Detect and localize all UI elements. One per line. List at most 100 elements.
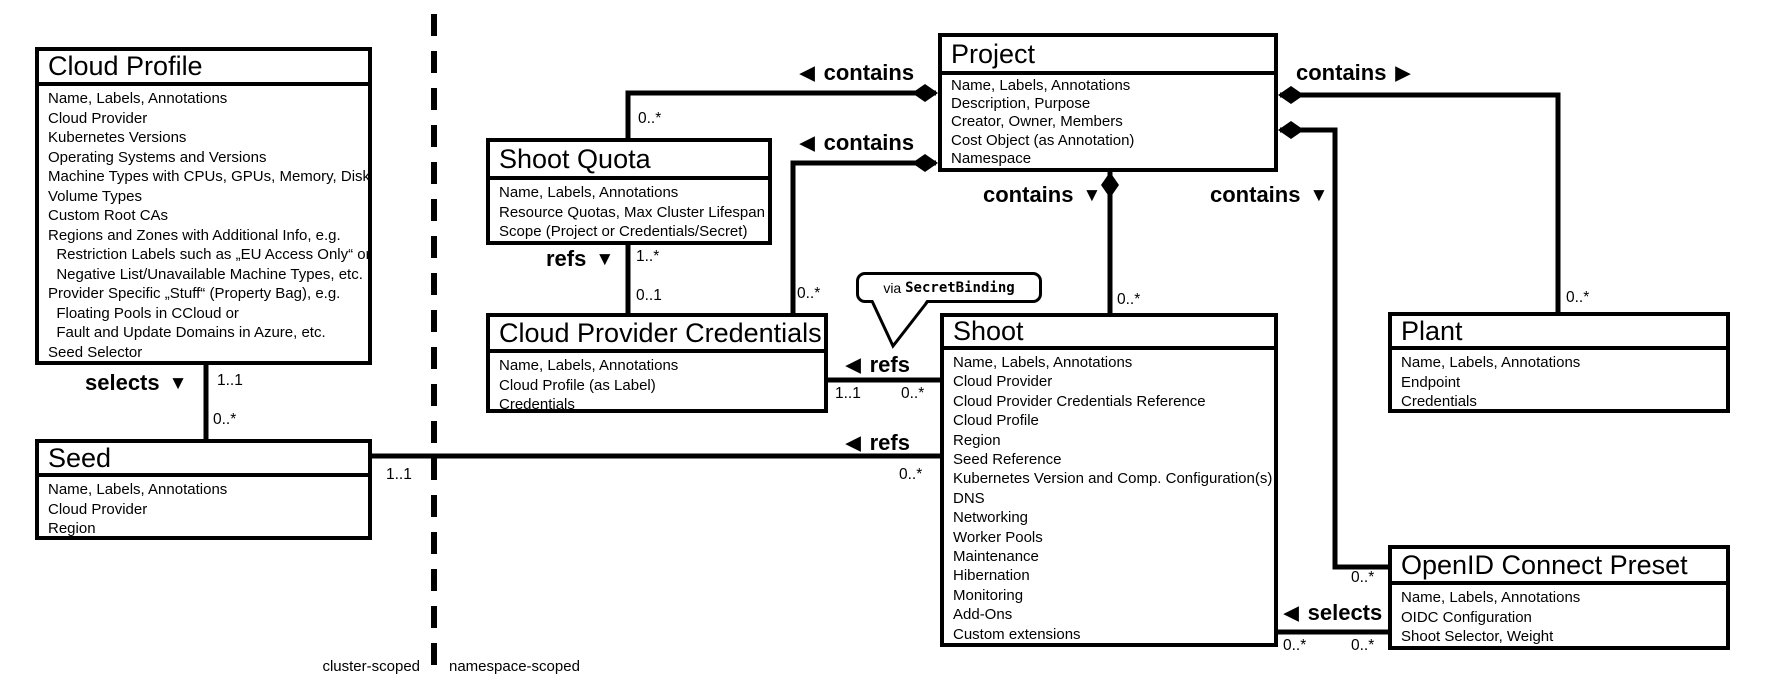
multiplicity-shoot-secretbinding-end: 0..* [901,385,925,402]
multiplicity-credentials-refs-end: 0..1 [636,287,662,304]
label-text: refs [546,246,587,271]
multiplicity-shoot-contains-end: 0..* [1117,291,1141,308]
label-refs-shootquota-credentials: refs ▼ [546,246,614,272]
attribute-line: Provider Specific „Stuff“ (Property Bag)… [48,285,341,302]
down-arrow-icon: ▼ [1082,185,1102,206]
down-arrow-icon: ▼ [168,373,188,394]
box-title-shoot-quota: Shoot Quota [490,142,768,180]
label-text: contains [1210,182,1301,207]
label-contains-oidcpreset: contains ▼ [1210,182,1328,208]
attribute-line: Name, Labels, Annotations [1401,354,1581,371]
box-title-shoot: Shoot [944,316,1274,350]
attribute-line: Cloud Provider Credentials Reference [953,392,1206,410]
label-contains-plant: contains▶ [1296,60,1410,86]
attribute-line: Seed Selector [48,343,143,361]
attribute-line: Name, Labels, Annotations [1401,589,1581,606]
down-arrow-icon: ▼ [1309,185,1329,206]
attribute-line: Name, Labels, Annotations [48,90,228,107]
label-text: selects [85,370,160,395]
box-title-project: Project [942,37,1274,75]
secretbinding-callout: via SecretBinding [856,272,1042,303]
left-arrow-icon: ◀ [846,355,861,376]
multiplicity-seed-refs-end: 1..1 [386,466,412,483]
attribute-line: Namespace [951,149,1032,167]
attribute-line: Endpoint [1401,373,1461,391]
right-arrow-icon: ▶ [1395,63,1411,84]
attribute-line: Description, Purpose [951,95,1091,113]
attribute-line: Fault and Update Domains in Azure, etc. [48,324,326,341]
attribute-line: Negative List/Unavailable Machine Types,… [48,265,363,283]
attribute-line: Cloud Provider [953,373,1053,391]
attribute-line: Monitoring [953,586,1024,604]
attribute-line: Seed Reference [953,451,1062,469]
left-arrow-icon: ◀ [1284,603,1299,624]
multiplicity-credentials-contains-end: 0..* [797,285,821,302]
attribute-line: Name, Labels, Annotations [499,184,679,201]
attribute-line: Name, Labels, Annotations [951,77,1131,94]
attribute-line: Machine Types with CPUs, GPUs, Memory, D… [48,168,371,185]
label-refs-shoot-seed: ◀refs [846,430,910,456]
attribute-line: Credentials [1401,393,1477,410]
attribute-line: Regions and Zones with Additional Info, … [48,226,341,244]
attribute-line: Cloud Provider [48,109,148,127]
attribute-line: Volume Types [48,187,142,205]
aggregation-diamond-icon [1278,86,1304,104]
multiplicity-shootquota-refs-end: 1..* [636,248,660,265]
callout-code: SecretBinding [905,279,1015,296]
attribute-line: Name, Labels, Annotations [953,354,1133,371]
attribute-line: Name, Labels, Annotations [499,357,679,374]
attribute-line: Custom Root CAs [48,207,169,224]
attribute-line: Cloud Profile [953,412,1039,430]
attribute-line: Restriction Labels such as „EU Access On… [48,246,371,263]
multiplicity-shoot-refs-seed-end: 0..* [899,466,923,483]
attribute-line: Cost Object (as Annotation) [951,131,1135,149]
attribute-line: Scope (Project or Credentials/Secret) [499,223,748,240]
aggregation-diamond-icon [912,84,938,102]
scope-label-namespace: namespace-scoped [449,658,580,675]
attribute-line: Cloud Profile (as Label) [499,376,656,394]
attribute-line: Credentials [499,396,575,413]
label-text: refs [869,430,910,455]
label-text: contains [823,130,915,155]
label-contains-shoot: contains ▼ [983,182,1101,208]
multiplicity-oidcpreset-selects-end: 0..* [1351,637,1375,654]
attribute-line: Cloud Provider [48,500,148,518]
left-arrow-icon: ◀ [800,63,815,84]
label-selects-oidcpreset-shoot: ◀selects [1284,600,1382,626]
multiplicity-seed-end: 0..* [213,411,237,428]
attribute-line: Custom extensions [953,625,1081,643]
label-contains-shootquota: ◀contains [800,60,914,86]
multiplicity-plant-contains-end: 0..* [1566,289,1590,306]
attribute-line: Creator, Owner, Members [951,113,1123,131]
attribute-line: Floating Pools in CCloud or [48,304,239,322]
label-selects-cloudprofile-seed: selects ▼ [85,370,187,396]
multiplicity-shootquota-contains-end: 0..* [638,110,662,127]
aggregation-diamond-icon [1101,172,1119,198]
scope-label-cluster: cluster-scoped [322,658,420,675]
attribute-line: Add-Ons [953,606,1013,624]
box-title-openid-connect-preset: OpenID Connect Preset [1392,549,1726,585]
attribute-line: Resource Quotas, Max Cluster Lifespan [499,203,765,221]
callout-tail-outline [870,300,930,349]
down-arrow-icon: ▼ [595,249,615,270]
label-text: contains [983,182,1074,207]
callout-prefix: via [883,279,906,296]
aggregation-diamond-icon [1278,121,1304,139]
attribute-line: Shoot Selector, Weight [1401,628,1554,645]
box-title-seed: Seed [39,443,368,477]
attribute-line: DNS [953,489,985,507]
box-title-cloud-profile: Cloud Profile [39,51,368,86]
label-text: refs [869,352,910,377]
label-refs-shoot-credentials: ◀ refs [846,352,910,378]
attribute-line: Hibernation [953,567,1030,585]
